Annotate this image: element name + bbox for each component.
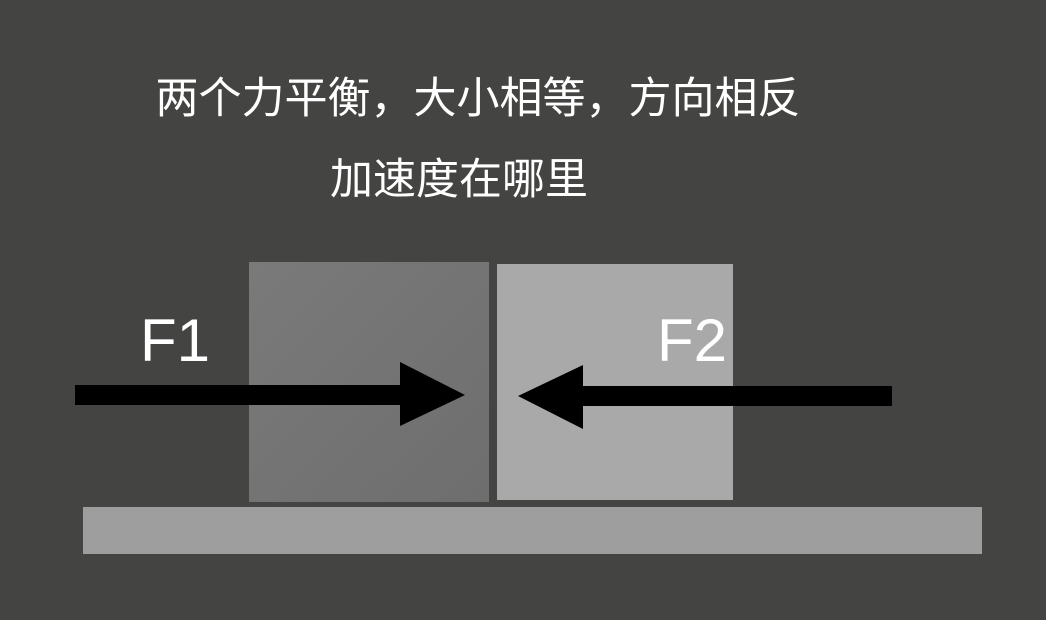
force-label-f2: F2 (657, 307, 728, 374)
floor (83, 507, 982, 554)
title-line-1: 两个力平衡，大小相等，方向相反 (155, 74, 801, 124)
force-label-f1: F1 (140, 307, 211, 374)
arrow-f1 (75, 362, 465, 426)
arrow-f2 (518, 365, 892, 429)
title-line-2: 加速度在哪里 (330, 155, 588, 205)
left-block (249, 262, 489, 502)
right-block (497, 264, 733, 500)
